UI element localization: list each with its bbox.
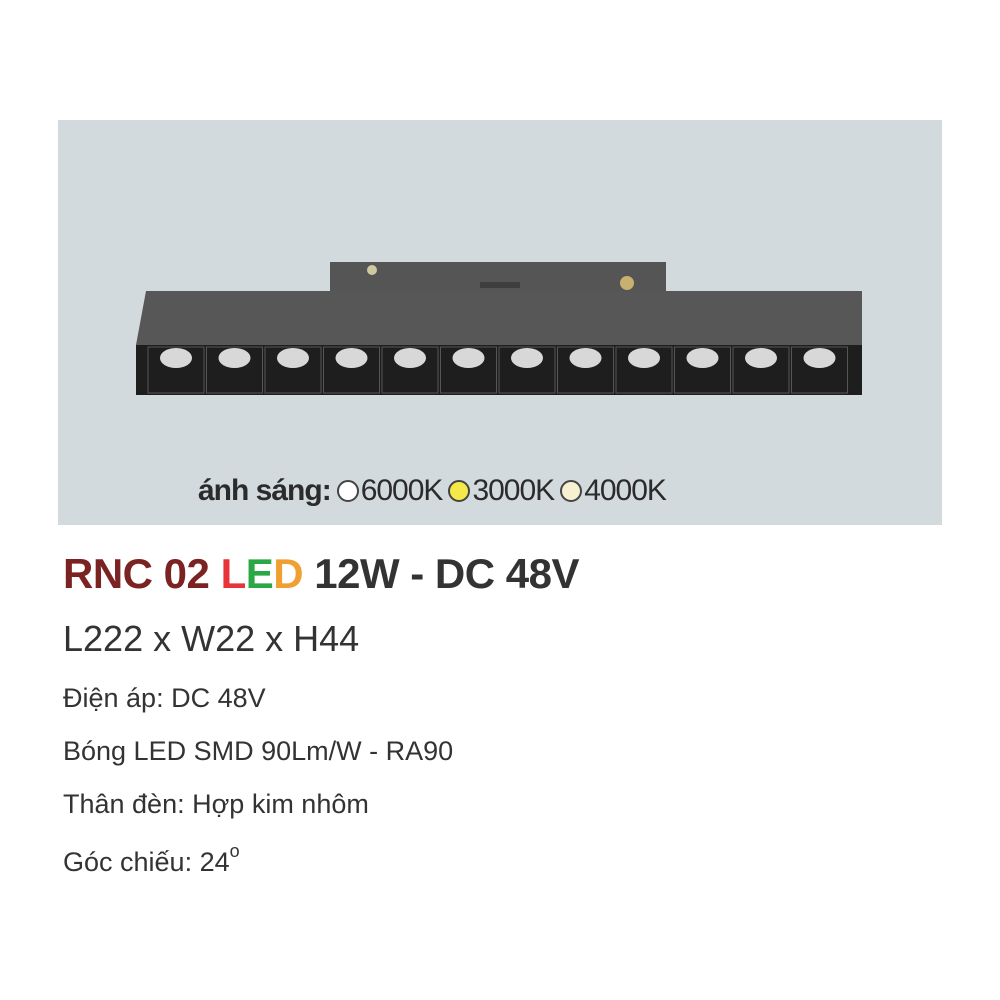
dimensions: L222 x W22 x H44 [63, 618, 360, 659]
adapter-contact [367, 265, 377, 275]
led-d: D [273, 550, 304, 597]
lens-cell [498, 346, 556, 394]
spec-voltage: Điện áp: DC 48V [63, 683, 266, 713]
led-lens [569, 348, 602, 368]
lens-cell [615, 346, 673, 394]
led-lens [394, 348, 426, 368]
lens-cell [147, 346, 205, 394]
lens-cell [381, 346, 439, 394]
spec-led: Bóng LED SMD 90Lm/W - RA90 [63, 736, 454, 766]
lens-cell [323, 346, 380, 394]
power-voltage: 12W - DC 48V [303, 550, 579, 597]
led-l: L [220, 550, 247, 597]
spec-body: Thân đèn: Hợp kim nhôm [63, 789, 369, 819]
lens-cell [791, 346, 848, 394]
lens-cell [206, 346, 263, 394]
model-name: RNC 02 [63, 550, 221, 597]
beam-angle-text: Góc chiếu: 24 [63, 847, 230, 877]
led-lens [511, 348, 543, 368]
led-lens [745, 348, 777, 368]
led-lens [628, 348, 660, 368]
led-lens [277, 348, 309, 368]
lens-cell [557, 346, 614, 394]
product-title: RNC 02 LED 12W - DC 48V [63, 550, 579, 598]
option-6000k: 6000K [360, 474, 444, 507]
swatch-6000k-icon [336, 480, 359, 502]
adapter-knob [620, 276, 634, 290]
swatch-3000k-icon [448, 480, 471, 502]
option-4000k: 4000K [584, 474, 667, 507]
track-adapter [330, 262, 666, 294]
lens-cell [264, 346, 322, 394]
led-lens [335, 348, 368, 368]
led-e: E [245, 550, 274, 597]
light-color-options: ánh sáng: 6000K 3000K 4000K [198, 474, 667, 508]
led-lens [160, 348, 192, 368]
lens-cell [732, 346, 790, 394]
lens-cell [440, 346, 497, 394]
degree-symbol: o [229, 841, 240, 861]
led-lens [218, 348, 251, 368]
lens-cell [674, 346, 731, 394]
led-lens [452, 348, 485, 368]
option-3000k: 3000K [472, 474, 555, 507]
light-body-top [136, 291, 862, 345]
led-lens [686, 348, 719, 368]
spec-beam-angle: Góc chiếu: 24o [63, 841, 240, 878]
led-lens [803, 348, 836, 368]
light-label: ánh sáng: [198, 474, 332, 507]
lens-group [147, 346, 848, 394]
swatch-4000k-icon [560, 480, 583, 502]
